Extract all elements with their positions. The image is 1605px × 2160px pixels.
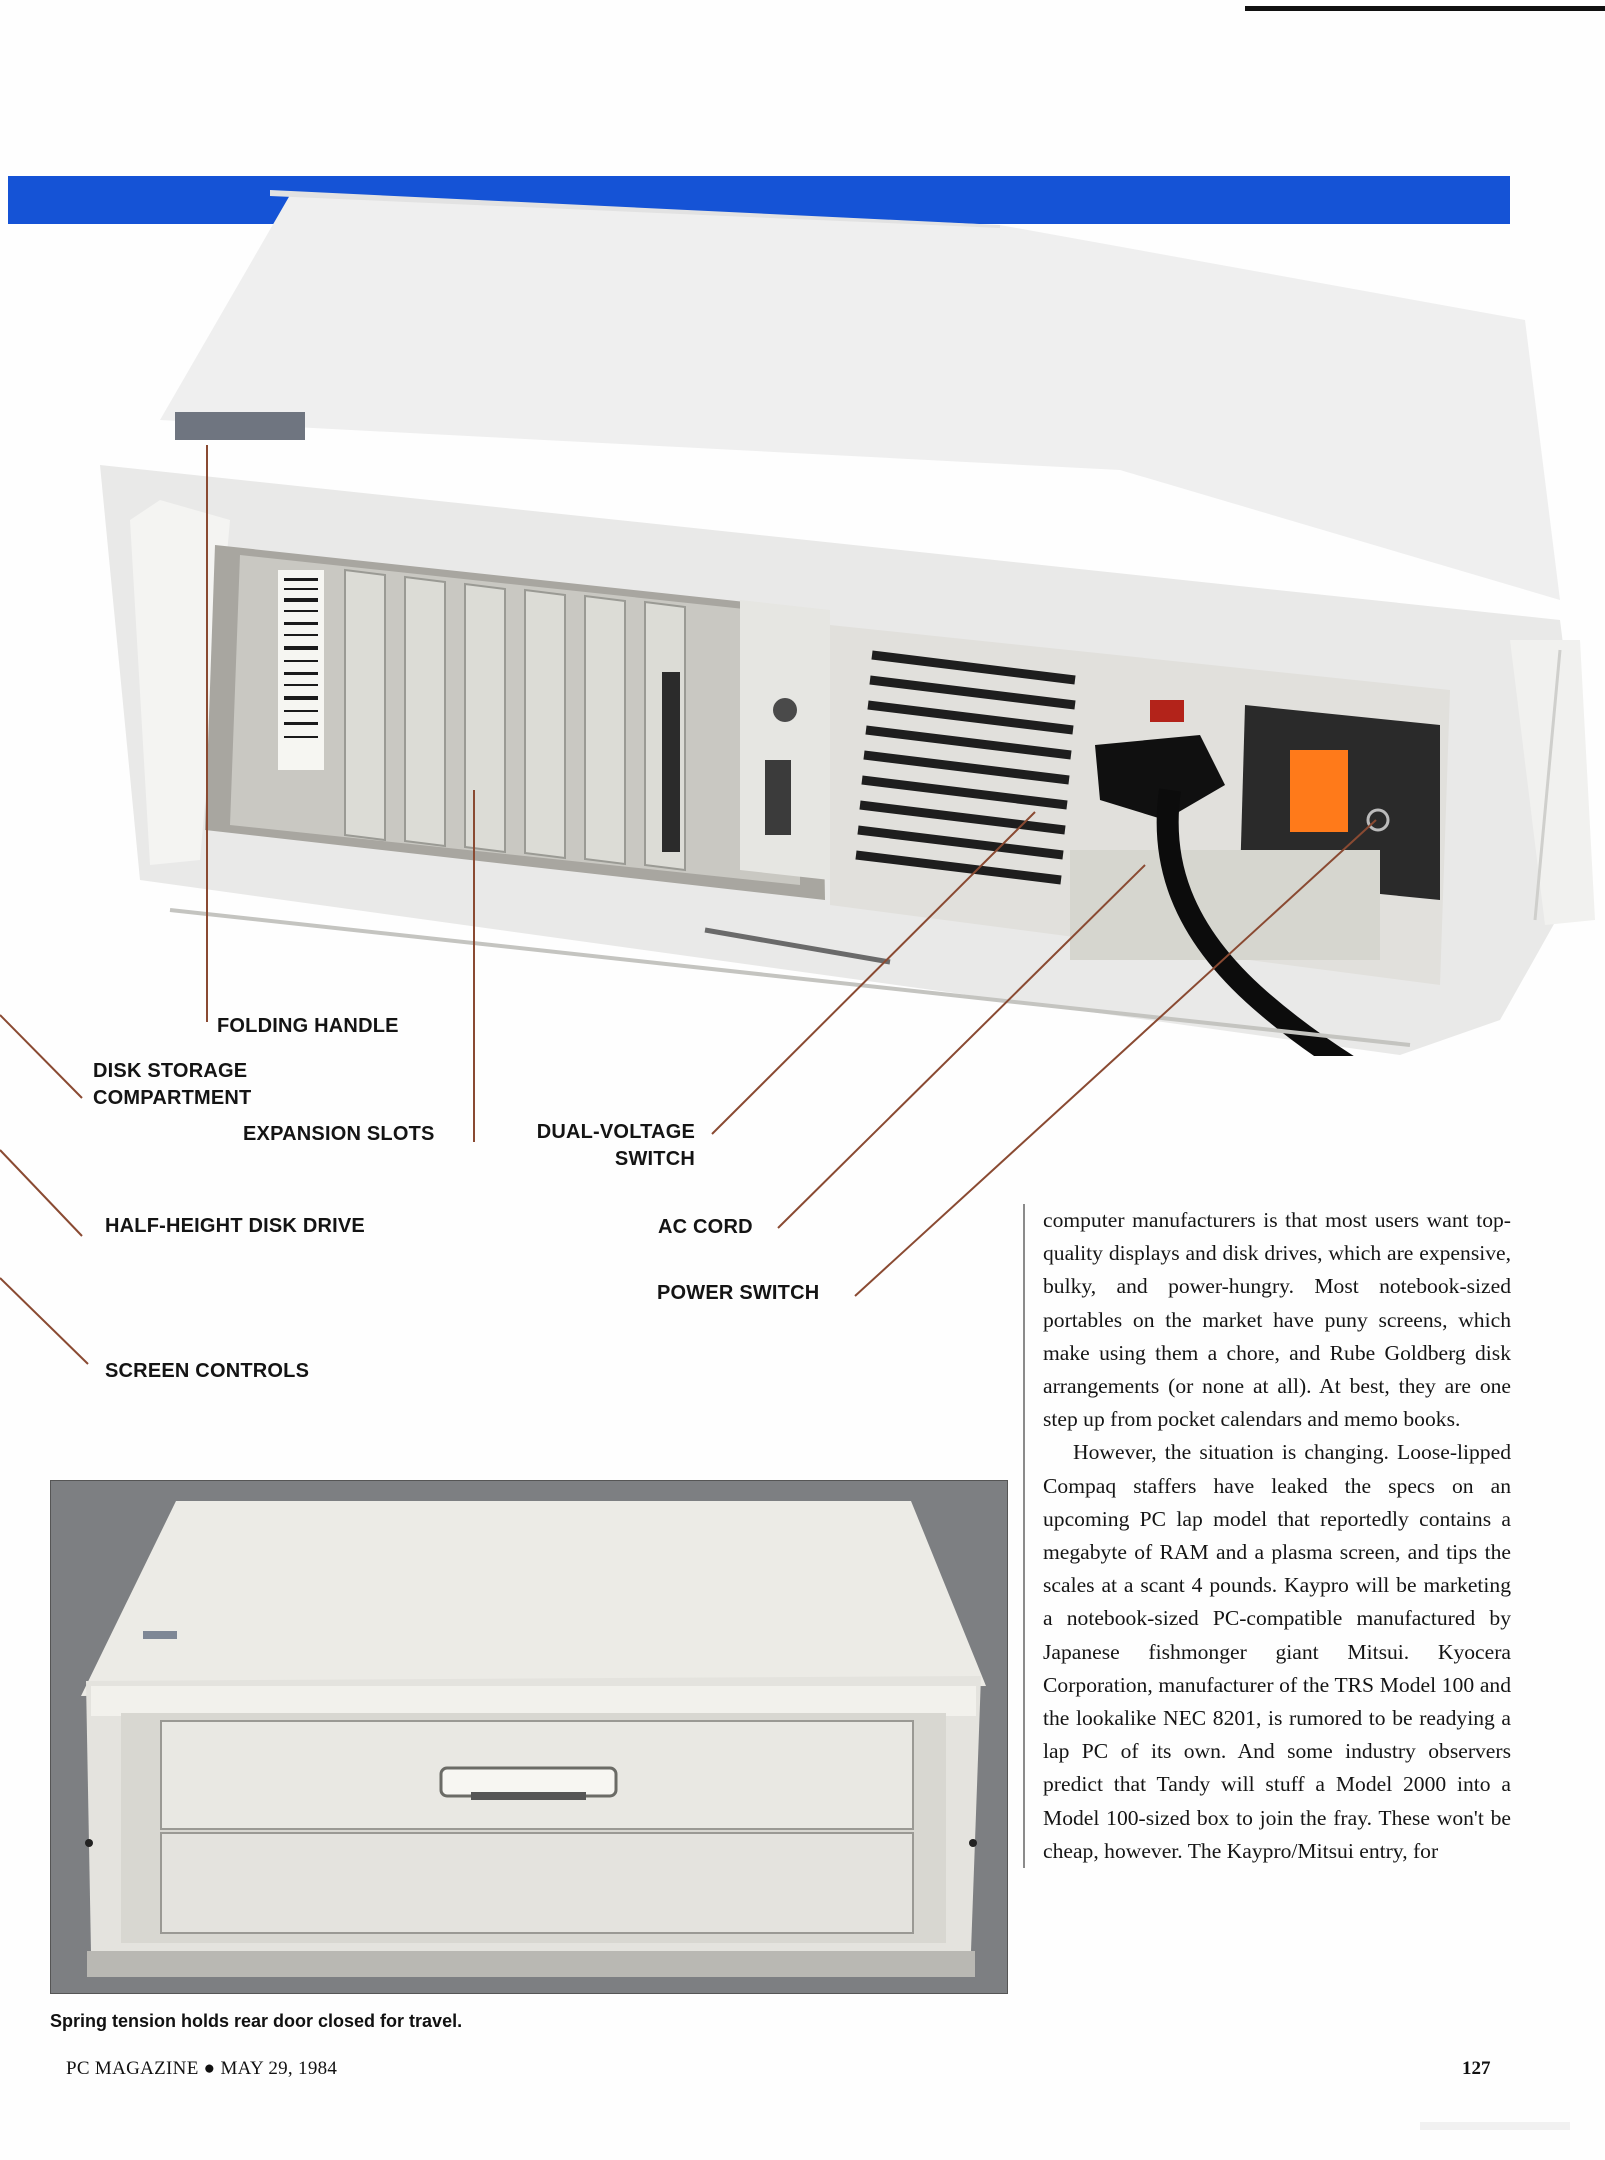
- label-expansion-slots: EXPANSION SLOTS: [243, 1123, 435, 1145]
- label-folding-handle: FOLDING HANDLE: [217, 1015, 399, 1037]
- label-power-switch: POWER SWITCH: [657, 1282, 820, 1304]
- label-half-height-disk-drive: HALF-HEIGHT DISK DRIVE: [105, 1215, 365, 1237]
- label-screen-controls: SCREEN CONTROLS: [105, 1360, 310, 1382]
- label-dual-voltage-line1: DUAL-VOLTAGE: [536, 1121, 695, 1143]
- page-number: 127: [1462, 2058, 1491, 2079]
- article-column: computer manufacturers is that most user…: [1023, 1204, 1511, 1869]
- computer-closed-illustration: [81, 1501, 986, 1977]
- label-dual-voltage-line2: SWITCH: [614, 1148, 695, 1170]
- magazine-footer: PC MAGAZINE ● MAY 29, 1984: [66, 2058, 338, 2079]
- label-disk-storage-line1: DISK STORAGE: [93, 1060, 248, 1082]
- label-ac-cord: AC CORD: [658, 1216, 753, 1238]
- article-paragraph: computer manufacturers is that most user…: [1043, 1208, 1511, 1432]
- computer-rear-illustration: [100, 190, 1595, 1056]
- top-rule: [1245, 6, 1605, 11]
- article-paragraph: However, the situation is changing. Loos…: [1043, 1440, 1511, 1863]
- label-disk-storage-line2: COMPARTMENT: [93, 1087, 252, 1109]
- computer-closed-photo: [50, 1480, 1008, 1994]
- photo-caption: Spring tension holds rear door closed fo…: [50, 2011, 463, 2031]
- computer-rear-photo: [0, 176, 1605, 1056]
- scan-mark: [1420, 2122, 1570, 2130]
